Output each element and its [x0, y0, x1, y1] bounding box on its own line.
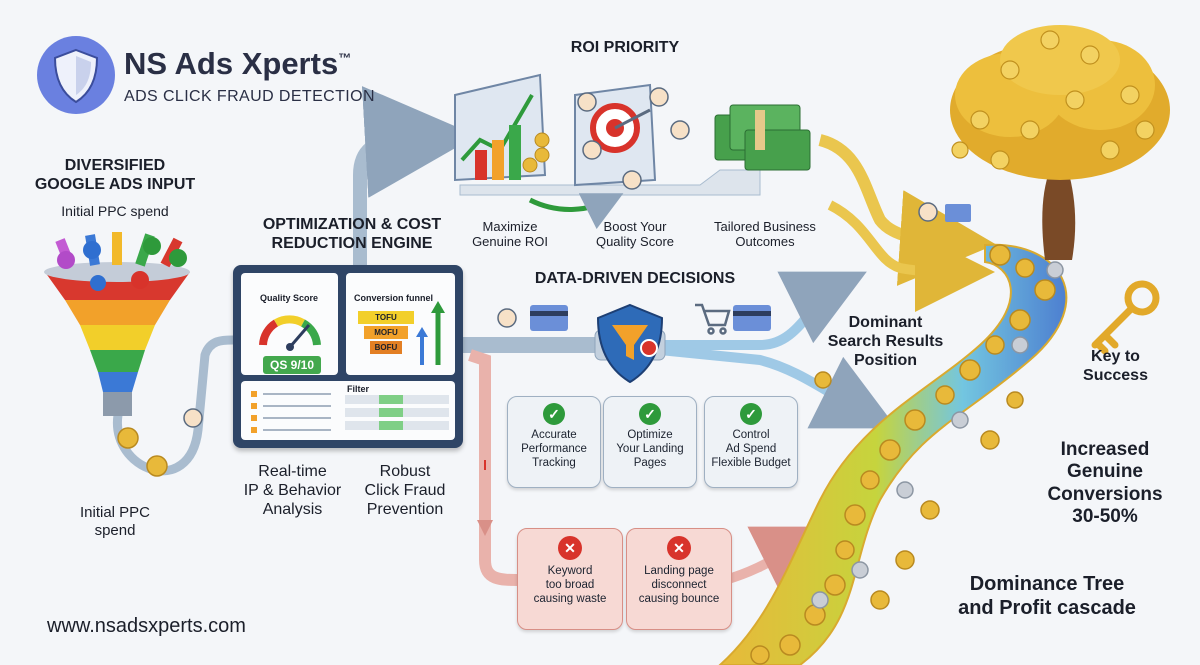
gauge-icon: [259, 315, 321, 351]
brand-name: NS Ads Xperts™: [124, 46, 351, 83]
key-icon: [1091, 280, 1160, 355]
roi-flow: [818, 134, 996, 286]
roi-item-quality-score: Boost Your Quality Score: [595, 219, 675, 250]
input-bottom-label: Initial PPC spend: [79, 504, 151, 539]
roi-item-outcomes: Tailored Business Outcomes: [714, 219, 816, 250]
card-icon: [530, 204, 971, 331]
funnel-stage-mofu: MOFU: [364, 326, 408, 339]
input-funnel-icon: [44, 262, 190, 416]
decisions-title: DATA-DRIVEN DECISIONS: [534, 270, 736, 287]
input-pipe: [113, 335, 238, 476]
quality-score-label: Quality Score: [260, 293, 319, 303]
coin-stream: [750, 244, 1056, 665]
funnel-stage-tofu: TOFU: [358, 311, 414, 324]
engine-caption-right: Robust Click Fraud Prevention: [364, 463, 446, 518]
tree-icon: [950, 25, 1170, 260]
brand-tagline: ADS CLICK FRAUD DETECTION: [124, 88, 375, 105]
waste-keyword-text: Keyword too broad causing waste: [533, 565, 607, 605]
growth-arrows-icon: [416, 301, 445, 365]
benefit-card-landing: ✓ Optimize Your Landing Pages: [603, 396, 697, 488]
conversion-funnel-label: Conversion funnel: [354, 293, 434, 303]
filter-label: Filter: [347, 384, 370, 394]
benefit-card-budget: ✓ Control Ad Spend Flexible Budget: [704, 396, 798, 488]
input-title: DIVERSIFIED GOOGLE ADS INPUT: [34, 157, 196, 193]
target-icon: [574, 83, 657, 187]
filter-rows: [251, 391, 449, 433]
growth-chart-icon: [454, 73, 550, 182]
benefit-card-tracking: ✓ Accurate Performance Tracking: [507, 396, 601, 488]
benefit-tracking-text: Accurate Performance Tracking: [521, 429, 587, 469]
funnel-stage-bofu: BOFU: [370, 341, 402, 354]
engine-dashboard: Quality Score QS 9/10 Conversion funnel …: [233, 265, 463, 448]
benefit-landing-text: Optimize Your Landing Pages: [616, 429, 684, 469]
check-icon: ✓: [543, 403, 565, 425]
cash-icon: [714, 104, 811, 171]
key-to-success-label: Key to Success: [1083, 348, 1148, 384]
brand-name-text: NS Ads Xperts: [124, 46, 339, 81]
waste-card-keyword: ✕ Keyword too broad causing waste: [517, 528, 623, 630]
conversions-label: Increased Genuine Conversions 30-50%: [1047, 439, 1163, 528]
quality-score-card: Quality Score QS 9/10: [241, 273, 338, 375]
logo: [37, 36, 115, 114]
check-icon: ✓: [740, 403, 762, 425]
trademark-mark: ™: [338, 50, 352, 66]
roi-pipe: [353, 86, 477, 265]
quality-score-value: QS 9/10: [263, 356, 321, 374]
engine-title: OPTIMIZATION & COST REDUCTION ENGINE: [262, 216, 442, 252]
waste-pipe: [468, 349, 521, 586]
benefit-budget-text: Control Ad Spend Flexible Budget: [711, 429, 791, 469]
input-subtitle: Initial PPC spend: [61, 203, 169, 219]
input-streams-icon: [55, 232, 187, 291]
cross-icon: ✕: [558, 536, 582, 560]
check-icon: ✓: [639, 403, 661, 425]
cross-icon: ✕: [667, 536, 691, 560]
shield-icon: [594, 303, 666, 384]
user-icons: [183, 87, 938, 428]
cart-icon: [695, 303, 731, 335]
shield-icon: [53, 48, 99, 104]
engine-caption-left: Real-time IP & Behavior Analysis: [243, 463, 342, 518]
waste-card-landing: ✕ Landing page disconnect causing bounce: [626, 528, 732, 630]
waste-landing-text: Landing page disconnect causing bounce: [638, 565, 720, 605]
filter-table: Filter: [241, 381, 455, 440]
conversion-funnel-card: Conversion funnel TOFU MOFU BOFU: [346, 273, 455, 375]
search-position-label: Dominant Search Results Position: [827, 314, 944, 369]
roi-item-maximize: Maximize Genuine ROI: [472, 219, 548, 250]
roi-title: ROI PRIORITY: [570, 39, 680, 56]
website-link[interactable]: www.nsadsxperts.com: [47, 615, 246, 637]
dominance-tree-label: Dominance Tree and Profit cascade: [958, 573, 1136, 619]
